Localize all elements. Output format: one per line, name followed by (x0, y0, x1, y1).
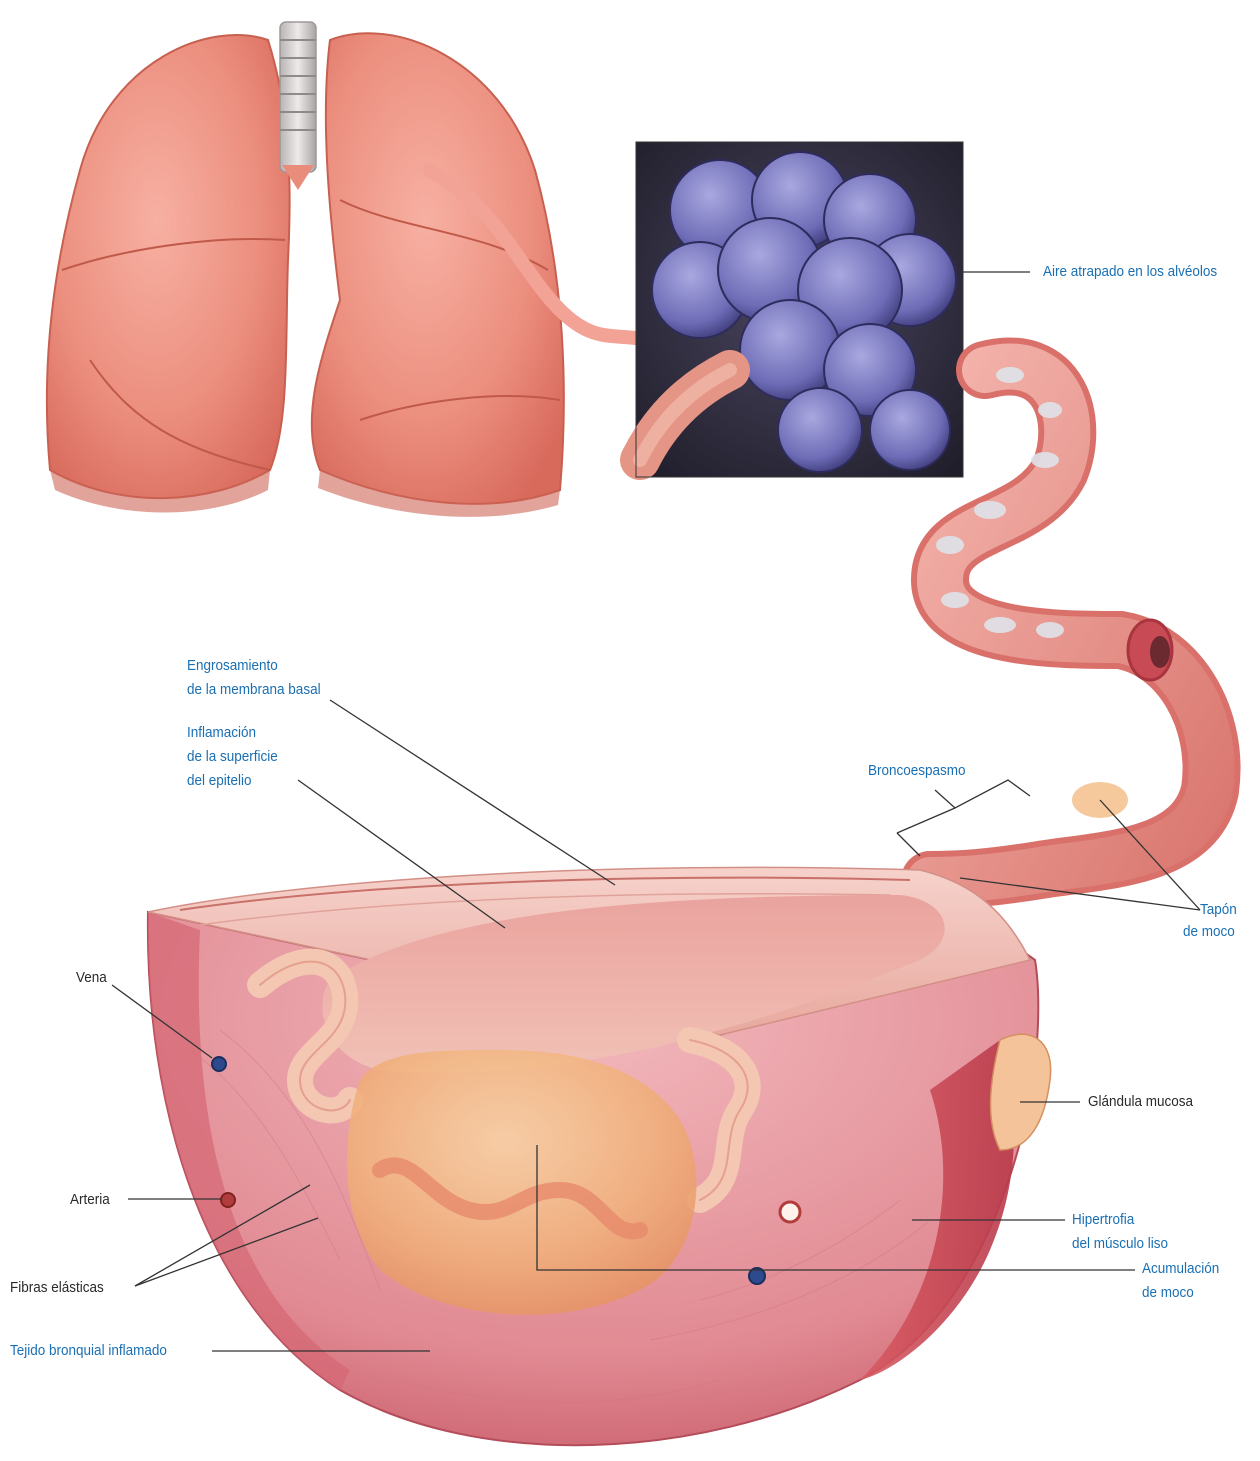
mucous-gland (991, 1034, 1051, 1150)
artery (221, 1193, 235, 1207)
bronchus-cross-section (148, 867, 1051, 1445)
label-mucus-plug-line1: Tapón (1200, 898, 1237, 922)
label-air-trapped: Aire atrapado en los alvéolos (1043, 260, 1217, 284)
label-epithelium-line2: de la superficie (187, 745, 278, 769)
label-vein: Vena (76, 966, 107, 990)
label-elastic-fibers: Fibras elásticas (10, 1276, 104, 1300)
label-epithelium-line3: del epitelio (187, 769, 252, 793)
label-basal-membrane-line1: Engrosamiento (187, 654, 278, 678)
label-hypertrophy-line1: Hipertrofia (1072, 1208, 1134, 1232)
label-mucus-accumulation-line2: de moco (1142, 1281, 1194, 1305)
label-mucus-accumulation-line1: Acumulación (1142, 1257, 1219, 1281)
label-hypertrophy-line2: del músculo liso (1072, 1232, 1168, 1256)
right-lung (47, 35, 290, 498)
alveoli-inset (636, 142, 963, 477)
vein (212, 1057, 226, 1071)
label-bronchospasm: Broncoespasmo (868, 759, 966, 783)
label-mucus-plug-line2: de moco (1183, 920, 1235, 944)
label-inflamed-tissue: Tejido bronquial inflamado (10, 1339, 167, 1363)
label-artery: Arteria (70, 1188, 110, 1212)
label-epithelium-line1: Inflamación (187, 721, 256, 745)
label-mucous-gland: Glándula mucosa (1088, 1090, 1193, 1114)
label-basal-membrane-line2: de la membrana basal (187, 678, 321, 702)
lungs (47, 22, 635, 517)
trachea (280, 22, 316, 190)
mucus-accumulation (347, 1050, 697, 1315)
bronchus-tube (930, 366, 1212, 880)
vessel-right (780, 1202, 800, 1222)
